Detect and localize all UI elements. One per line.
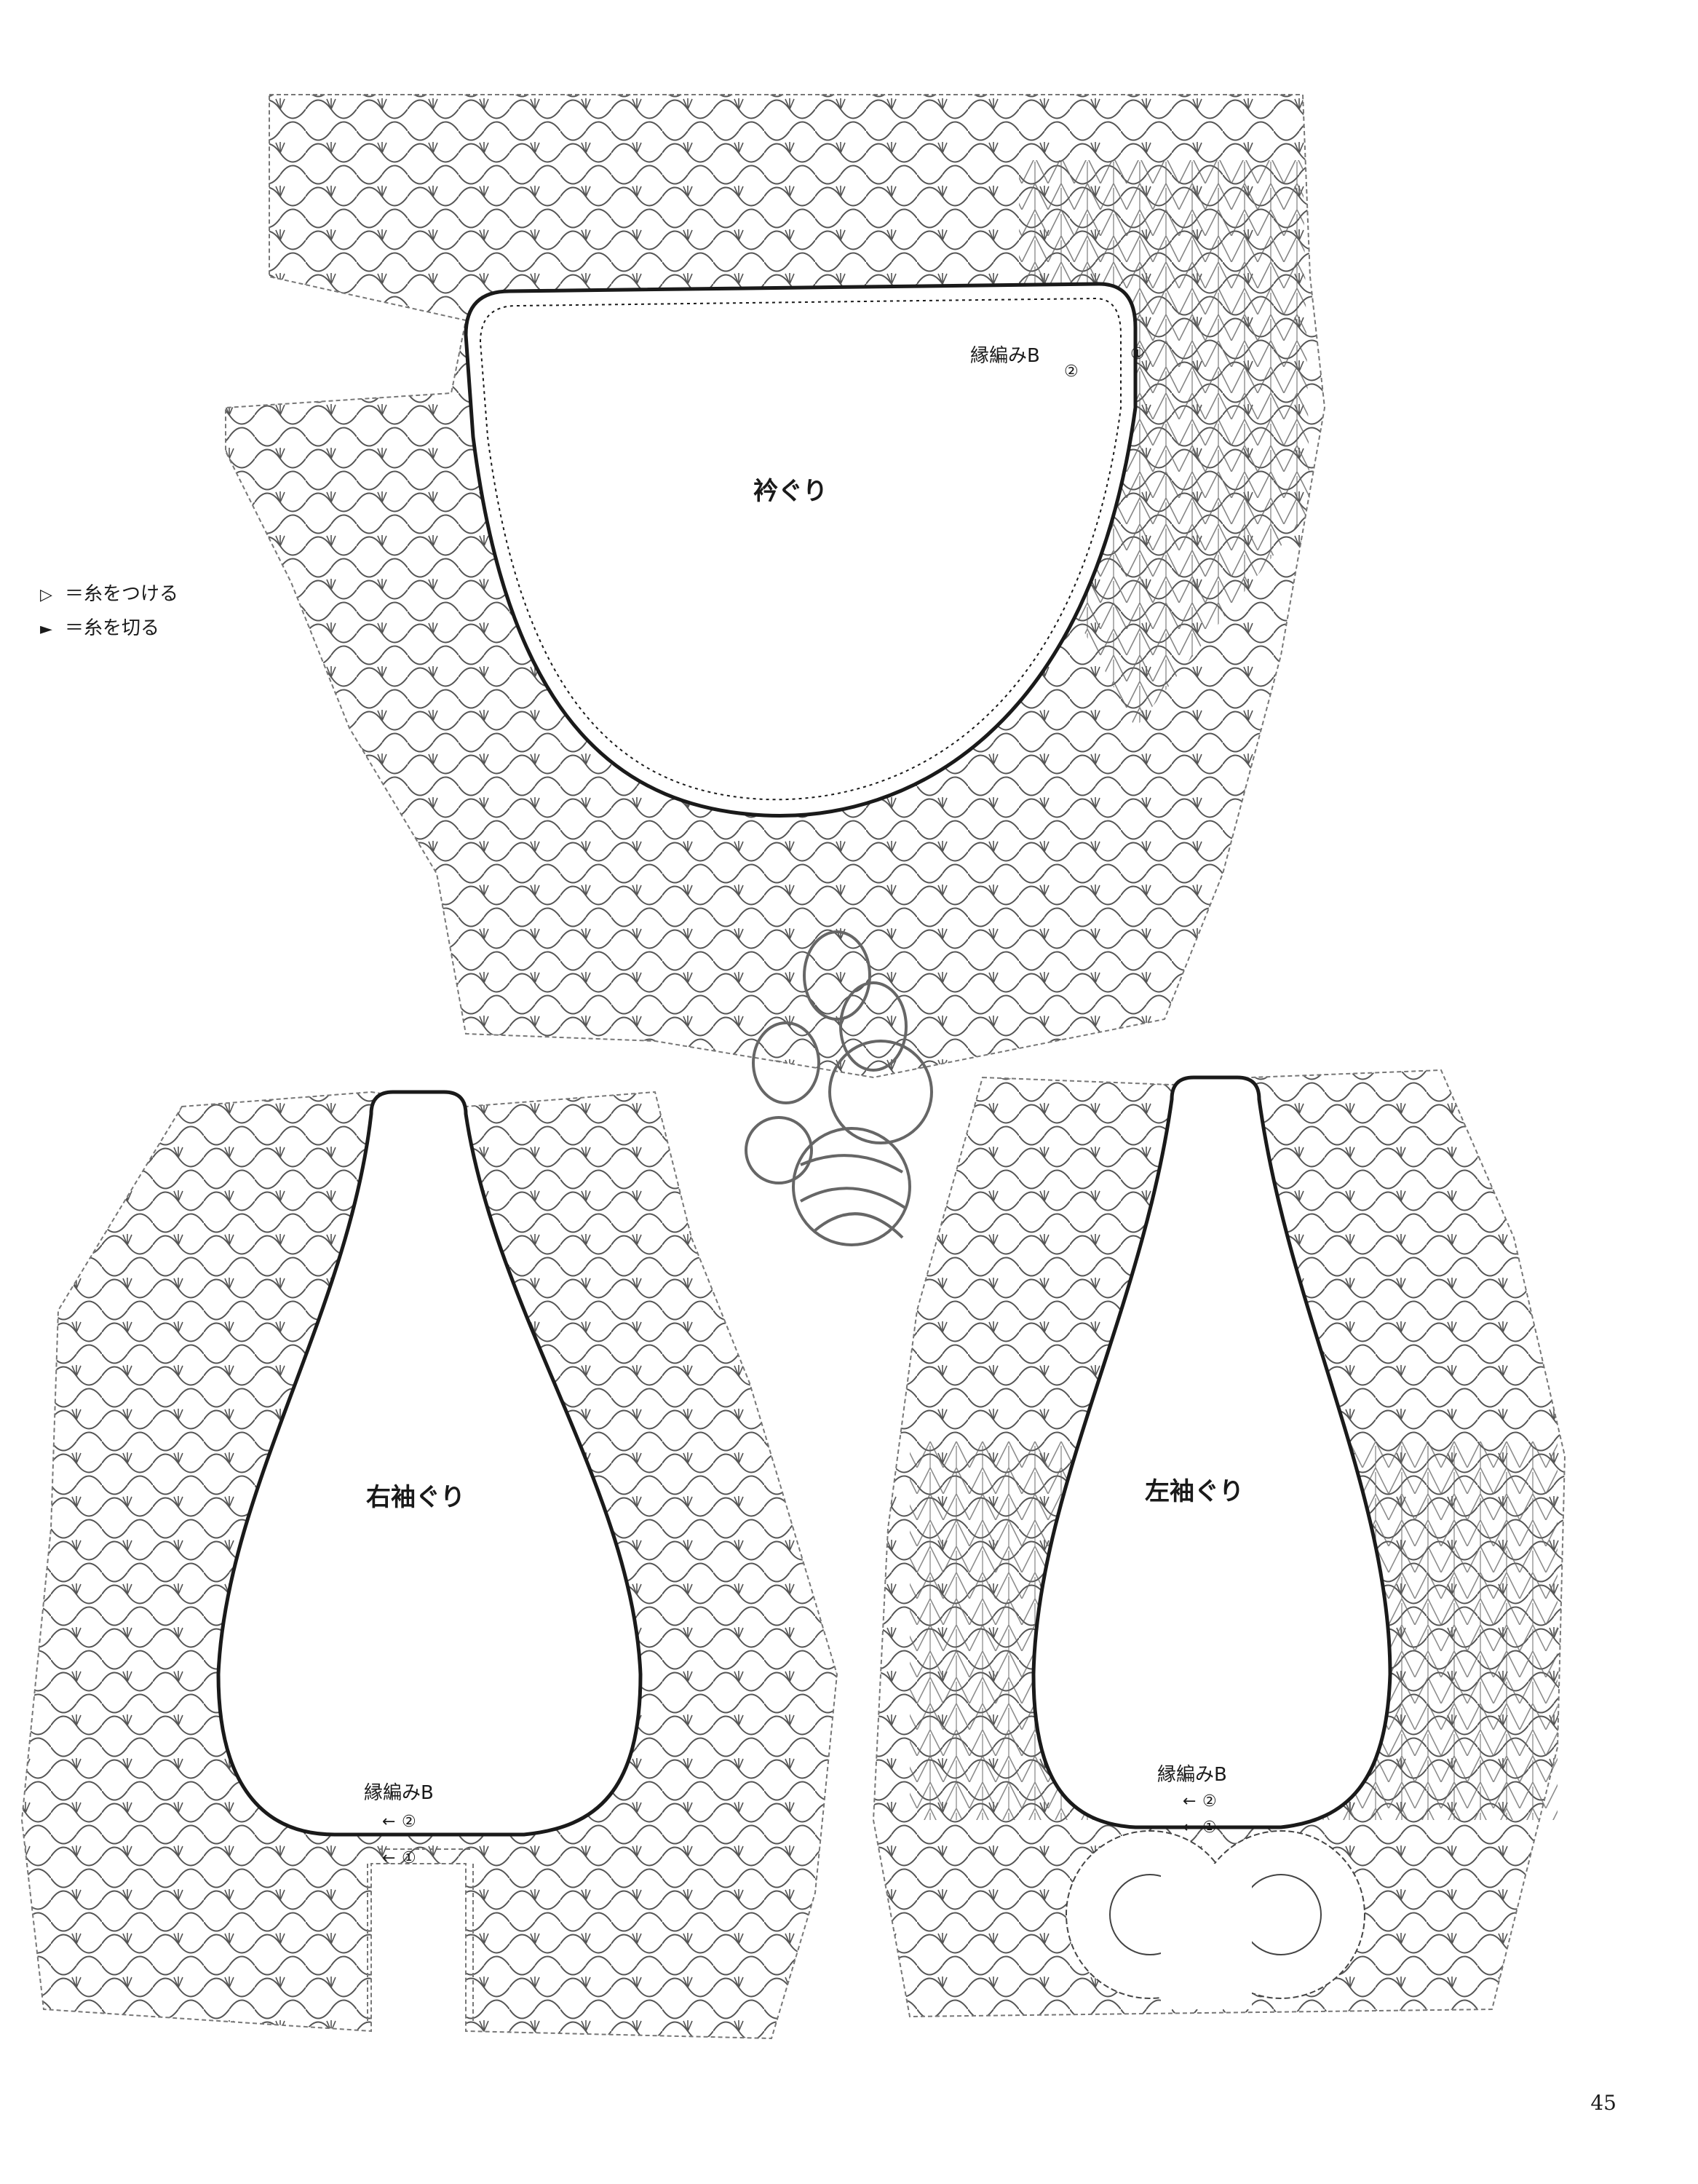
left-marker-2: ② (1202, 1792, 1217, 1811)
left-armhole-title: 左袖ぐり (1145, 1477, 1244, 1506)
right-armhole-title: 右袖ぐり (366, 1483, 465, 1512)
right-arrow-1: ← (382, 1849, 396, 1867)
collar-edging-label: 縁編みB (970, 345, 1040, 367)
collar-marker-2: ② (1064, 363, 1079, 381)
left-edging-label: 縁編みB (1157, 1764, 1227, 1786)
left-arrow-1: ← (1183, 1819, 1197, 1837)
attach-yarn-icon: ▷ (40, 586, 52, 604)
left-armhole-piece (872, 1069, 1566, 2018)
collar-marker-1: ① (1130, 345, 1145, 363)
collar-neckline-edging (464, 282, 1138, 818)
left-side-gap (1161, 1864, 1252, 2009)
collar-title: 衿ぐり (753, 477, 828, 506)
cut-yarn-icon: ► (40, 620, 52, 638)
left-arrow-2: ← (1183, 1792, 1197, 1811)
right-side-seam (367, 1848, 474, 2024)
right-marker-2: ② (402, 1813, 416, 1831)
legend-item-attach-yarn: ▷ ＝糸をつける (40, 579, 178, 606)
right-edging-label: 縁編みB (364, 1782, 434, 1804)
right-armhole-piece (20, 1090, 838, 2040)
left-armhole-edging (1031, 1075, 1392, 1829)
page-number: 45 (1590, 2091, 1616, 2115)
right-marker-1: ① (402, 1849, 416, 1867)
cactus-yarn-watermark (745, 930, 933, 1246)
legend-text: ＝糸を切る (65, 617, 160, 639)
right-arrow-2: ← (382, 1813, 396, 1831)
legend-text: ＝糸をつける (65, 583, 179, 605)
left-marker-1: ① (1202, 1819, 1217, 1837)
legend-item-cut-yarn: ► ＝糸を切る (40, 613, 159, 640)
right-armhole-edging (216, 1090, 643, 1837)
collar-piece (225, 94, 1326, 1079)
